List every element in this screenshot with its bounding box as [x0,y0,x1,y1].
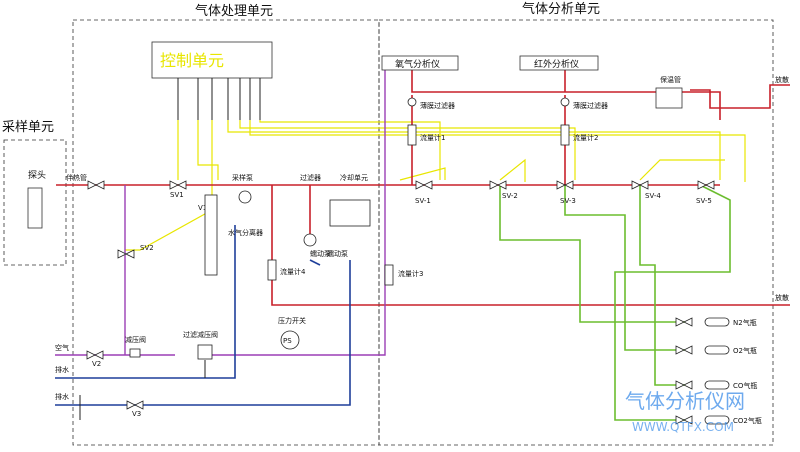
co-valve-icon [675,380,693,390]
flowmeter3-label: 流量计3 [398,269,423,278]
analysis-title: 气体分析单元 [522,1,600,17]
flowmeter1-label: 流量计1 [420,133,445,142]
heater-label: 保温管 [660,75,681,84]
svn2-valve-icon [489,180,507,190]
filter-reducer-icon [197,344,213,360]
flowmeter2-icon [560,124,570,146]
cooler-icon [329,199,371,227]
control-unit-box [151,41,273,79]
sample-pump-label: 采样泵 [232,173,253,182]
misc-lines [79,360,206,420]
n2-cylinder-icon [704,317,730,327]
watermark-en: WWW.QTFX.COM [632,420,734,434]
svn2-label: SV-2 [502,192,518,200]
svn3-label: SV-3 [560,197,576,205]
control-lines [125,120,746,251]
n2-label: N2气瓶 [733,318,757,327]
v2-label: V2 [92,360,101,368]
water-separator-icon [204,194,218,276]
sampling-title: 采样单元 [2,120,54,135]
sv1-label: SV1 [170,191,184,199]
infrared-analyzer [519,55,599,71]
svn1-label: SV-1 [415,197,431,205]
water-sep-label: 水气分离器 [228,228,263,237]
probe-icon [27,187,43,229]
control-unit-label: 控制单元 [160,51,224,70]
flowmeter1-icon [407,124,417,146]
oxygen-analyzer [381,55,459,71]
infrared-analyzer-label: 红外分析仪 [534,58,579,70]
co2-cylinder-icon [704,415,730,425]
co-cylinder-icon [704,380,730,390]
membrane2-icon [560,97,570,107]
drain2-label: 排水 [55,392,69,401]
probe-heat-label: 伴热管 [66,173,87,182]
watermark-cn: 气体分析仪网 [625,389,745,413]
sv2-valve-icon [117,249,135,259]
svn3-valve-icon [556,180,574,190]
co-label: CO气瓶 [733,381,757,390]
membrane1-icon [407,97,417,107]
svn4-valve-icon [631,180,649,190]
co2-valve-icon [675,415,693,425]
valves [86,180,715,425]
svn5-valve-icon [697,180,715,190]
o2-valve-icon [675,345,693,355]
flowmeter4-icon [267,259,277,281]
calibration-lines [499,184,731,421]
filter-reducer-label: 过滤减压阀 [183,330,218,339]
ps-label: PS [283,337,292,345]
sampling-border [3,139,67,266]
pressure-switch-icon [280,330,300,350]
svn1-valve-icon [415,180,433,190]
pressure-switch-label: 压力开关 [278,316,306,325]
oxygen-analyzer-label: 氧气分析仪 [395,58,440,70]
drain1-label: 排水 [55,365,69,374]
flowmeter4-label: 流量计4 [280,267,306,276]
drain-pump2-label: 蠕动泵 [327,249,348,258]
reducer-icon [129,348,141,358]
cylinders [704,317,730,425]
exhaust-label-1: 放散 [775,75,789,84]
o2-cylinder-icon [704,345,730,355]
sample-pump-icon [238,190,252,204]
valve-v1-icon [87,180,105,190]
v2-valve-icon [86,350,104,360]
o2-label: O2气瓶 [733,346,757,355]
sv1-valve-icon [169,180,187,190]
analysis-border [378,19,774,446]
membrane1-label: 薄膜过滤器 [420,101,455,110]
membrane2-label: 薄膜过滤器 [573,101,608,110]
svn5-label: SV-5 [696,197,712,205]
processing-border [72,19,380,446]
flowmeter3-icon [384,264,394,286]
sample-lines [56,70,790,306]
purge-lines [55,70,386,356]
control-signal-ticks [177,78,261,120]
svn4-label: SV-4 [645,192,661,200]
air-label: 空气 [55,343,69,352]
exhaust-label-2: 放散 [775,293,789,302]
drain-lines [55,225,351,406]
reducer-label: 减压阀 [125,335,146,344]
co2-label: CO2气瓶 [733,416,762,425]
cooler-label: 冷却单元 [340,173,368,182]
filter-label: 过滤器 [300,173,321,182]
v1-label: V1 [198,204,207,212]
heater-box [655,87,683,109]
sv2-label: SV2 [140,244,154,252]
drain-pump-label: 蠕动泵 [310,249,331,258]
n2-valve-icon [675,317,693,327]
flowmeter2-label: 流量计2 [573,133,598,142]
v3-valve-icon [126,400,144,410]
v3-label: V3 [132,410,141,418]
processing-title: 气体处理单元 [195,3,273,19]
probe-label: 探头 [28,169,46,181]
drain-pump-icon [303,233,317,247]
